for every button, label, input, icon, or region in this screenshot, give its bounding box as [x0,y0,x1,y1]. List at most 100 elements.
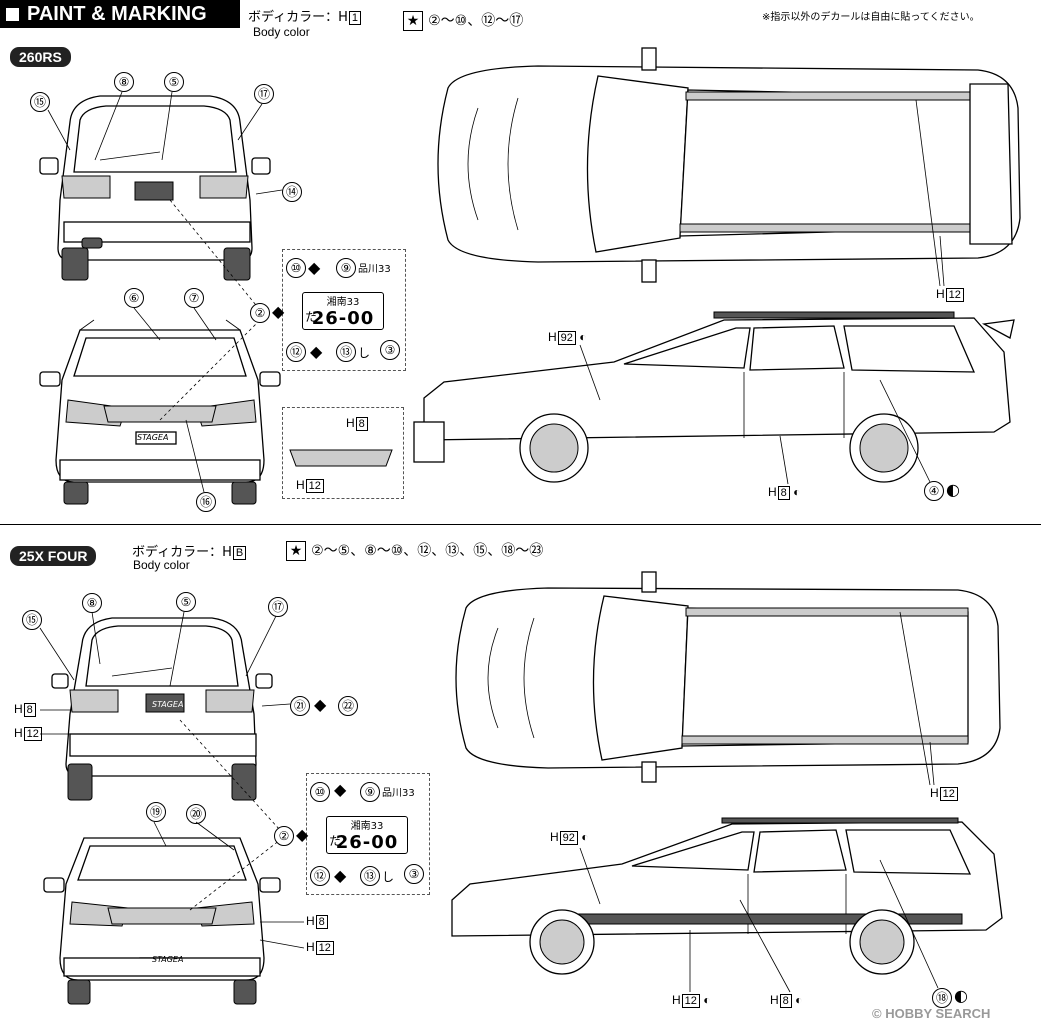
callout-15: ⑮ [30,92,50,112]
grille-drawing [289,449,393,467]
checker-icon: ◆ [296,825,309,844]
dot-icon: ◐ [946,480,960,499]
plate-bottom: 26-00 [335,832,399,853]
variant-badge: 260RS [10,47,71,67]
plate-top: 湘南33 [350,821,384,832]
callout-8: ⑧ [114,72,134,92]
star-icon: ★ [286,540,306,561]
front-view-drawing [43,837,281,1005]
callout-4: ④ [924,481,944,501]
body-color-jp: ボディカラー：H [248,10,348,25]
callout-3: ③ [380,340,400,360]
dot-icon: ◐ [793,485,801,499]
callout-17: ⑰ [254,84,274,104]
callout-2: ② [274,826,294,846]
decal-sequence: ②～⑤、⑧～⑩、⑫、⑬、⑮、⑱～㉓ [311,543,544,559]
rear-emblem: STAGEA [152,700,184,709]
license-plate: 湘南33 26-00 た [326,816,408,854]
checker-icon: ◆ [334,780,347,799]
square-icon [6,8,19,21]
watermark: © HOBBY SEARCH [872,1006,991,1021]
plate-kana: た [329,834,342,848]
leader-lines-1 [47,91,283,493]
callout-19: ⑲ [146,802,166,822]
license-plate: 湘南33 26-00 た [302,292,384,330]
callout-18: ⑱ [932,988,952,1008]
callout-13: ⑬ [336,342,356,362]
dot-icon: ◐ [703,993,711,1007]
checker-icon: ◆ [310,342,323,361]
page-title-text: PAINT & MARKING [27,3,207,25]
decal-list: ★ ②～⑩、⑫～⑰ [403,10,523,31]
callout-5: ⑤ [176,592,196,612]
plate-top: 湘南33 [326,297,360,308]
plate-13-text: し [382,870,395,884]
dot-icon: ◐ [581,830,589,844]
side-view-drawing [451,817,1003,975]
front-emblem: STAGEA [152,955,184,964]
section-divider [0,524,1041,525]
checker-icon: ◆ [314,695,327,714]
top-view-drawing [455,571,1001,783]
callout-3: ③ [404,864,424,884]
callout-10: ⑩ [310,782,330,802]
top-view-leaders-1 [915,99,945,287]
body-color-en: Body color [133,558,190,572]
callout-20: ⑳ [186,804,206,824]
callout-17: ⑰ [268,597,288,617]
front-emblem: STAGEA [137,433,169,442]
grille-inset-box [282,407,404,499]
checker-icon: ◆ [334,866,347,885]
callout-15: ⑮ [22,610,42,630]
top-view-drawing [437,47,1021,283]
variant-badge: 25X FOUR [10,546,97,566]
callout-16: ⑯ [196,492,216,512]
callout-7: ⑦ [184,288,204,308]
plate-9-text: 品川33 [382,788,415,799]
decal-list: ★ ②～⑤、⑧～⑩、⑫、⑬、⑮、⑱～㉓ [286,540,543,561]
side-view-leaders-1 [579,344,931,485]
dot-icon: ◐ [579,330,587,344]
body-color-code: 1 [348,11,361,25]
callout-9: ⑨ [336,258,356,278]
callout-2: ② [250,303,270,323]
header-note: ※指示以外のデカールは自由に貼ってください。 [762,12,980,23]
plate-13-text: し [358,346,371,360]
callout-22: ㉒ [338,696,358,716]
callout-13: ⑬ [360,866,380,886]
callout-14: ⑭ [282,182,302,202]
callout-12: ⑫ [286,342,306,362]
plate-bottom: 26-00 [311,308,375,329]
callout-5: ⑤ [164,72,184,92]
checker-icon: ◆ [272,302,285,321]
decal-sequence: ②～⑩、⑫～⑰ [428,13,524,29]
callout-6: ⑥ [124,288,144,308]
body-color-code: B [232,546,247,560]
callout-10: ⑩ [286,258,306,278]
rear-view-drawing [51,617,273,801]
plate-kana: た [305,310,318,324]
star-icon: ★ [403,10,423,31]
plate-decal-box [306,773,430,895]
side-view-drawing [413,311,1015,483]
callout-21: ㉑ [290,696,310,716]
rear-view-drawing [39,95,271,281]
page-title: PAINT & MARKING [0,0,240,28]
callout-9: ⑨ [360,782,380,802]
checker-icon: ◆ [308,258,321,277]
body-color-en: Body color [253,25,310,39]
plate-9-text: 品川33 [358,264,391,275]
body-color-jp: ボディカラー：H [132,545,232,560]
